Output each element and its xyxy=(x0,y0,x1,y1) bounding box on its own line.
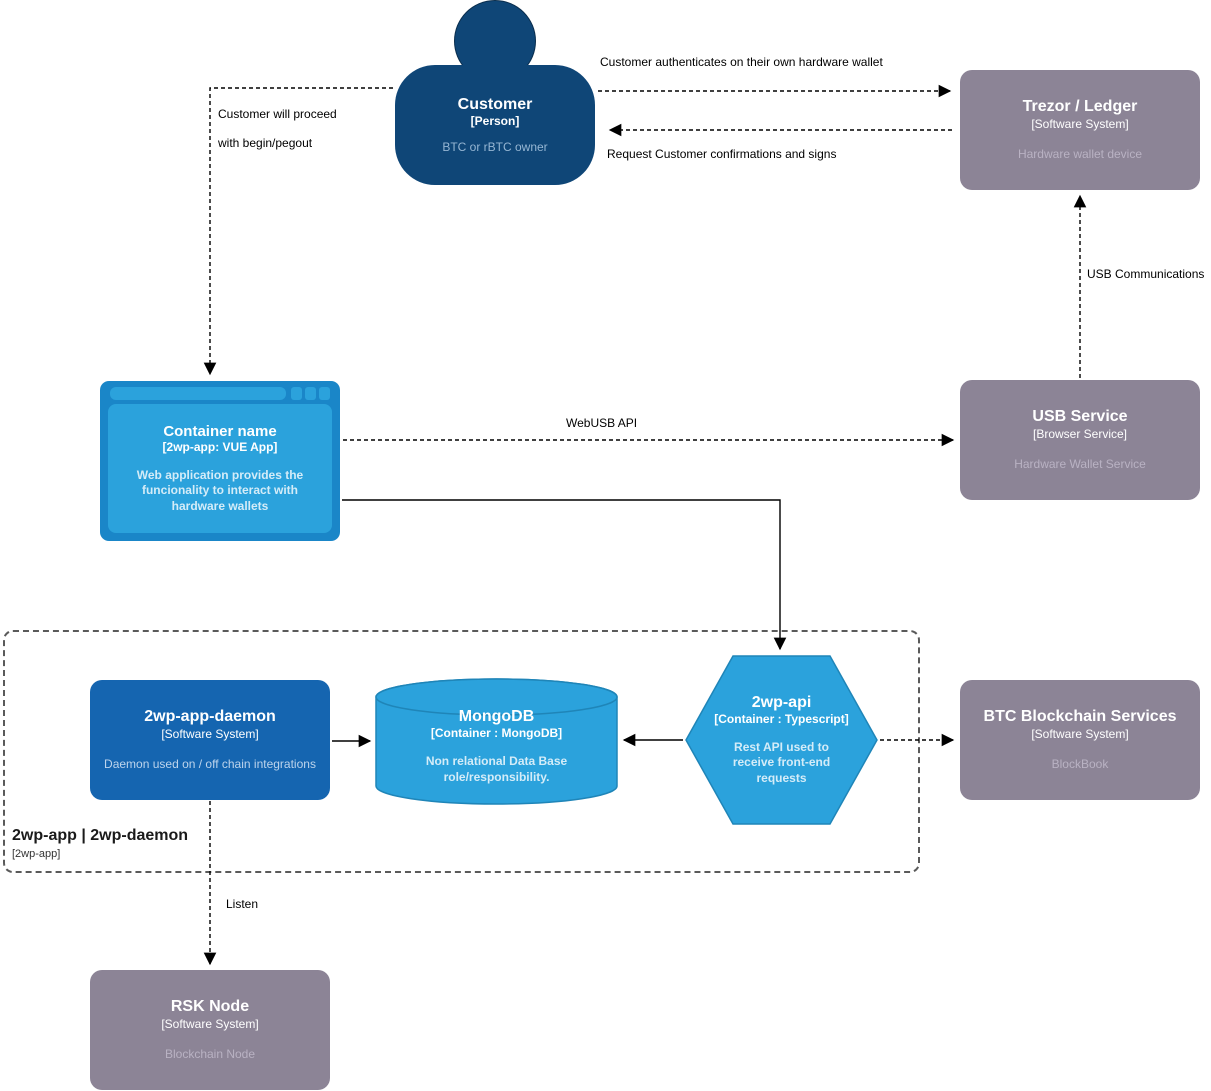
usb-service-node[interactable]: USB Service [Browser Service] Hardware W… xyxy=(960,380,1200,500)
browser-button-icon xyxy=(305,387,316,400)
cylinder-shape xyxy=(375,678,618,805)
node-subtitle: [Software System] xyxy=(1031,727,1129,742)
browser-button-icon xyxy=(319,387,330,400)
node-title: RSK Node xyxy=(170,998,250,1016)
edge-label-request: Request Customer confirmations and signs xyxy=(607,147,837,161)
node-title: BTC Blockchain Services xyxy=(983,708,1177,726)
rsk-node[interactable]: RSK Node [Software System] Blockchain No… xyxy=(90,970,330,1090)
browser-button-icon xyxy=(291,387,302,400)
edge-label-webusb: WebUSB API xyxy=(566,416,638,430)
node-subtitle: [Container : Typescript] xyxy=(714,711,849,726)
node-description: BlockBook xyxy=(1051,757,1109,771)
edge-label-listen: Listen xyxy=(226,897,259,911)
node-description: Non relational Data Base role/responsibi… xyxy=(425,753,568,784)
node-subtitle: [Container : MongoDB] xyxy=(430,725,563,740)
node-title: Trezor / Ledger xyxy=(1022,98,1138,116)
node-description: Hardware wallet device xyxy=(1017,147,1143,161)
browser-content: Container name [2wp-app: VUE App] Web ap… xyxy=(108,404,332,533)
node-subtitle: [Software System] xyxy=(161,1017,259,1032)
mongodb-node[interactable]: MongoDB [Container : MongoDB] Non relati… xyxy=(375,678,618,805)
trezor-ledger-node[interactable]: Trezor / Ledger [Software System] Hardwa… xyxy=(960,70,1200,190)
node-subtitle: [Person] xyxy=(470,114,520,128)
node-description: Rest API used to receive front-end reque… xyxy=(732,739,831,785)
node-subtitle: [Software System] xyxy=(1031,117,1129,132)
person-body: Customer [Person] BTC or rBTC owner xyxy=(395,65,595,185)
browser-address-bar xyxy=(110,387,286,400)
boundary-title: 2wp-app | 2wp-daemon xyxy=(12,827,189,844)
edge-customer-proceed xyxy=(203,87,393,376)
node-description: Web application provides the funcionalit… xyxy=(136,467,304,513)
container-name-node[interactable]: Container name [2wp-app: VUE App] Web ap… xyxy=(100,381,340,541)
edge-label-proceed-2: with begin/pegout xyxy=(218,136,313,150)
node-title: MongoDB xyxy=(458,707,535,725)
node-title: 2wp-api xyxy=(751,693,812,711)
btc-blockchain-node[interactable]: BTC Blockchain Services [Software System… xyxy=(960,680,1200,800)
node-description: Daemon used on / off chain integrations xyxy=(104,757,316,771)
node-title: USB Service xyxy=(1032,408,1128,426)
customer-node[interactable]: Customer [Person] BTC or rBTC owner xyxy=(395,0,595,185)
node-title: Container name xyxy=(163,422,277,440)
node-description: Blockchain Node xyxy=(164,1047,256,1061)
edge-label-authenticates: Customer authenticates on their own hard… xyxy=(600,55,883,69)
hexagon-shape xyxy=(685,655,878,825)
boundary-2wp-app xyxy=(3,630,920,873)
node-description: BTC or rBTC owner xyxy=(442,140,548,154)
node-title: 2wp-app-daemon xyxy=(144,708,276,726)
node-subtitle: [Software System] xyxy=(161,727,259,742)
boundary-subtitle: [2wp-app] xyxy=(12,848,61,860)
node-title: Customer xyxy=(457,96,533,113)
node-subtitle: [2wp-app: VUE App] xyxy=(162,439,278,454)
daemon-node[interactable]: 2wp-app-daemon [Software System] Daemon … xyxy=(90,680,330,800)
edge-label-usb-communications: USB Communications xyxy=(1087,267,1205,281)
node-subtitle: [Browser Service] xyxy=(1032,427,1128,442)
api-node[interactable]: 2wp-api [Container : Typescript] Rest AP… xyxy=(685,655,878,825)
edge-container-to-api xyxy=(342,499,787,651)
node-description: Hardware Wallet Service xyxy=(1014,457,1146,471)
edge-label-proceed-1: Customer will proceed xyxy=(218,107,337,121)
